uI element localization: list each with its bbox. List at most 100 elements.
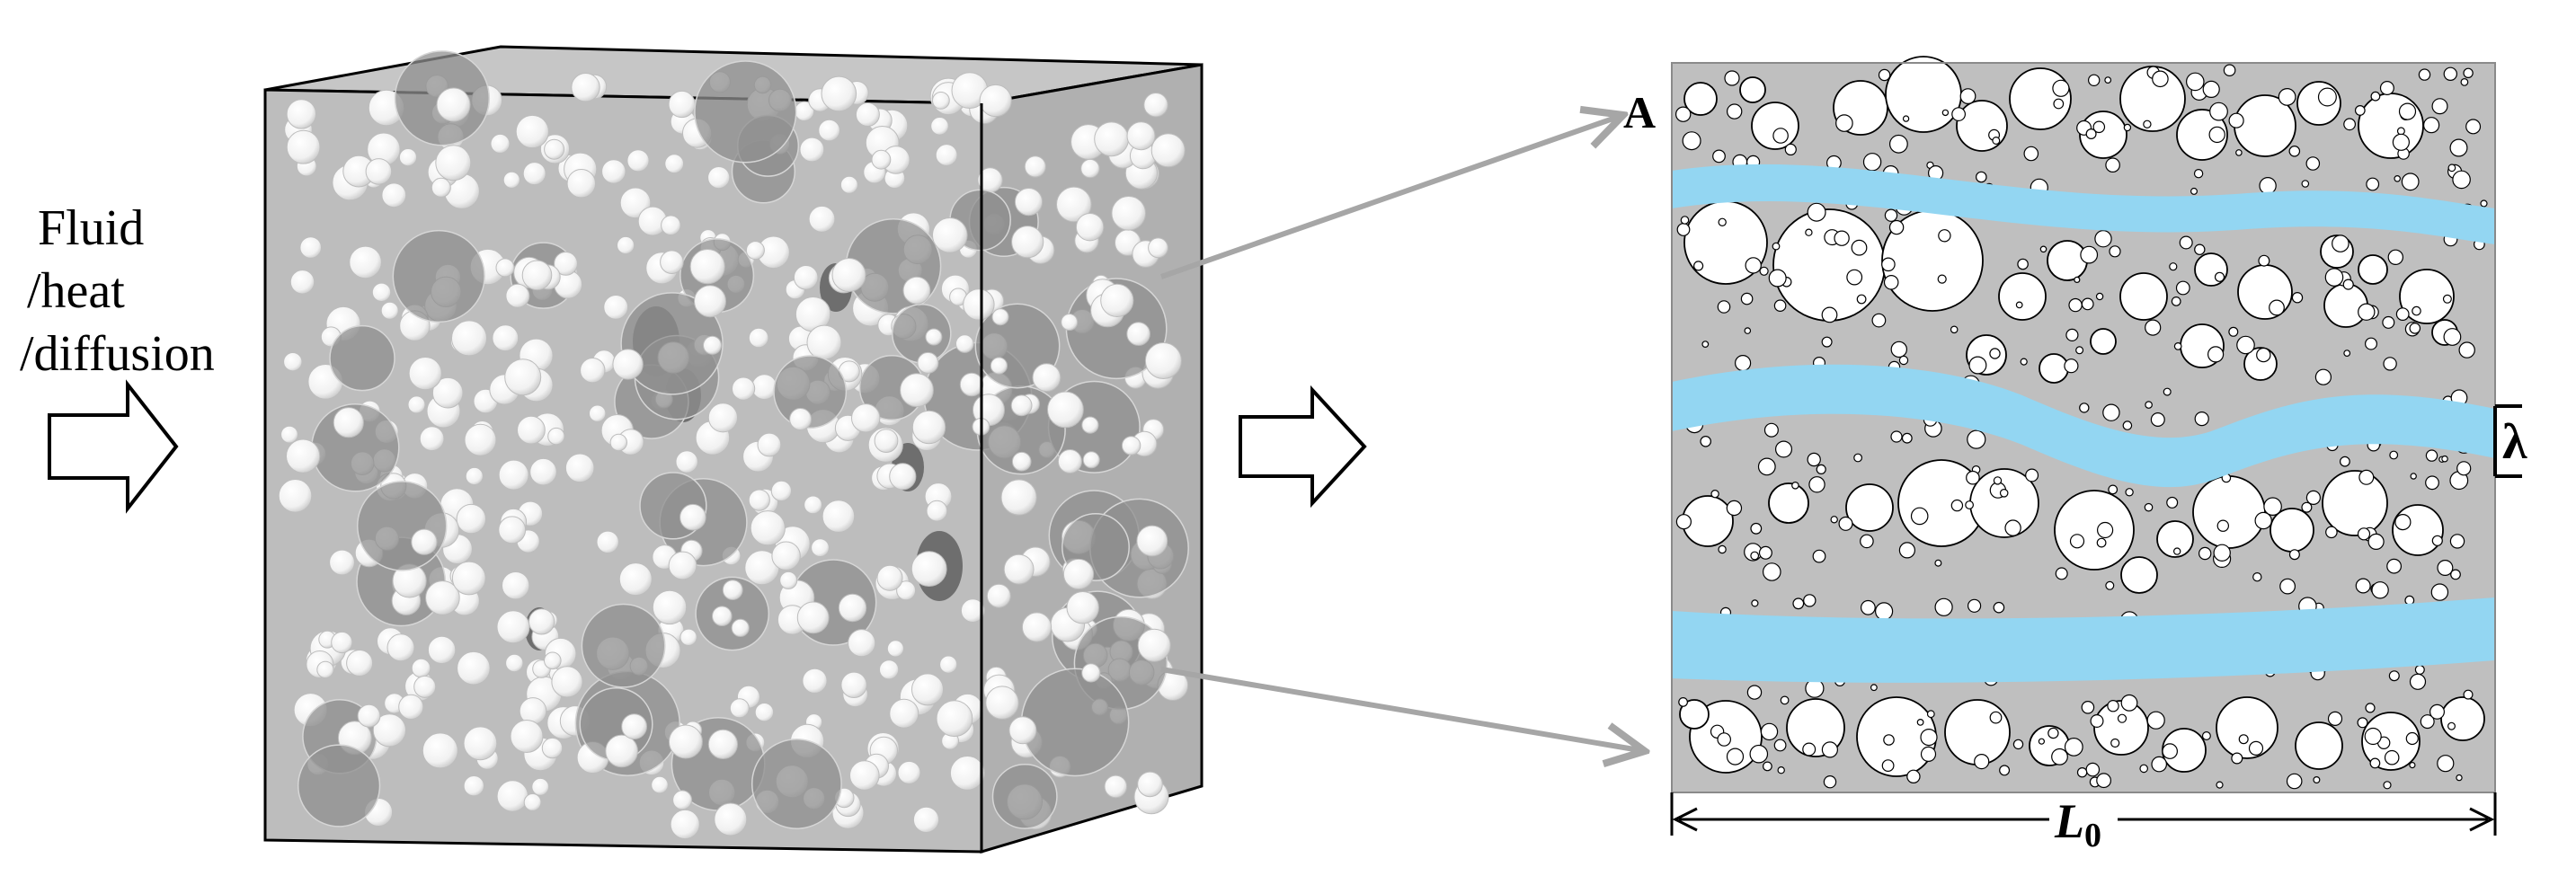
pore-sphere (431, 376, 464, 409)
pore-circle (2020, 358, 2028, 366)
pore-sphere (510, 720, 544, 753)
pore-sphere (492, 324, 520, 352)
pore-circle (1772, 208, 1886, 322)
pore-circle (2039, 353, 2069, 384)
pore-circle (2430, 583, 2449, 601)
pore-circle (2361, 712, 2421, 771)
pore-circle (2228, 112, 2244, 128)
pore-circle (1965, 500, 1975, 509)
pore-circle (2186, 72, 2205, 92)
pore-sphere (544, 651, 562, 670)
pore-circle (1807, 202, 1826, 222)
pore-sphere (900, 373, 934, 408)
pore-circle (2405, 731, 2419, 746)
pore-sphere (1094, 121, 1129, 157)
pore-circle (1883, 274, 1899, 290)
pore-circle (2450, 569, 2461, 580)
pore-sphere (349, 245, 382, 279)
pore-sphere (936, 700, 973, 738)
pore-sphere (911, 673, 944, 706)
pore-sphere (694, 60, 797, 164)
pore-circle (2150, 412, 2165, 428)
pore-circle (1803, 594, 1817, 607)
pore-circle (1726, 103, 1743, 119)
pore-circle (2172, 547, 2181, 555)
pore-circle (1808, 476, 1825, 493)
pore-sphere (464, 423, 497, 456)
pore-circle (1784, 143, 1797, 155)
pore-circle (2366, 177, 2380, 191)
pore-sphere (1081, 416, 1099, 434)
pore-sphere (1014, 188, 1044, 217)
pore-sphere (849, 760, 880, 791)
pore-sphere (821, 75, 857, 112)
pore-circle (1934, 559, 1942, 567)
pore-circle (2301, 180, 2310, 188)
pore-circle (2064, 358, 2079, 374)
pore-circle (2162, 743, 2178, 759)
pore-circle (2383, 781, 2392, 790)
pore-sphere (408, 357, 442, 391)
pore-circle (1883, 734, 1895, 746)
pore-circle (2279, 578, 2296, 595)
pore-sphere (544, 138, 565, 160)
pore-sphere (333, 407, 364, 438)
pore-circle (2236, 335, 2255, 355)
pore-circle (2198, 546, 2212, 561)
pore-sphere (331, 631, 353, 654)
pore-circle (2216, 781, 2224, 789)
pore-circle (2139, 764, 2148, 774)
pore-sphere (935, 144, 958, 166)
pore-circle (1920, 746, 1937, 763)
pore-circle (1758, 545, 1772, 560)
pore-circle (2342, 279, 2354, 290)
pore-sphere (991, 763, 1058, 829)
pore-sphere (1011, 226, 1044, 259)
pore-sphere (612, 349, 644, 380)
flow-channel-1 (1672, 164, 2495, 244)
pore-circle (2145, 401, 2153, 409)
pore-circle (2069, 534, 2085, 549)
pore-circle (1830, 516, 1838, 524)
pore-circle (1944, 699, 2011, 765)
pore-sphere (280, 425, 298, 444)
pore-circle (2090, 713, 2104, 728)
pore-circle (2064, 738, 2083, 757)
pore-circle (1780, 695, 1790, 705)
pore-sphere (1057, 449, 1082, 473)
pore-circle (1692, 261, 1704, 271)
pore-circle (1773, 739, 1787, 752)
pore-circle (1772, 128, 1789, 144)
pore-sphere (959, 372, 984, 397)
pore-circle (1906, 769, 1921, 784)
pointer-arrow-top (1160, 115, 1623, 279)
pore-sphere (1066, 591, 1099, 624)
pore-circle (2223, 64, 2236, 76)
pore-circle (2339, 456, 2350, 467)
pore-circle (2252, 572, 2262, 582)
pore-sphere (707, 403, 739, 433)
pore-circle (2425, 475, 2439, 491)
pore-sphere (876, 564, 903, 591)
pore-circle (1910, 507, 1929, 526)
pore-circle (2248, 740, 2264, 757)
pore-sphere (848, 629, 876, 658)
pore-sphere (804, 495, 822, 515)
pore-circle (2358, 303, 2376, 321)
pore-circle (2463, 67, 2474, 79)
pore-circle (2443, 66, 2457, 82)
pore-sphere (386, 633, 415, 662)
pore-sphere (1047, 391, 1084, 429)
pore-sphere (664, 154, 685, 174)
pore-circle (1750, 522, 1763, 535)
pore-sphere (531, 777, 550, 796)
pore-circle (2053, 98, 2065, 110)
pore-circle (2456, 774, 2463, 782)
pore-sphere (661, 215, 681, 235)
pore-circle (2092, 120, 2106, 134)
pore-sphere (822, 500, 856, 533)
pore-circle (2235, 149, 2243, 156)
pore-circle (2325, 526, 2338, 539)
pore-circle (2012, 739, 2024, 750)
pore-circle (2087, 74, 2101, 87)
